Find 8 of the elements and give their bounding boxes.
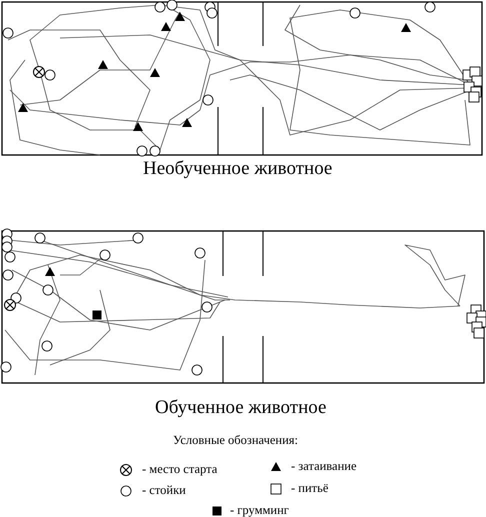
legend-label: - стойки xyxy=(142,483,186,498)
panel-caption: Обученное животное xyxy=(155,397,326,419)
panel-caption: Необученное животное xyxy=(143,158,332,180)
legend-label: - питьё xyxy=(291,481,328,496)
legend-label: - место старта xyxy=(142,462,218,477)
legend-label: - грумминг xyxy=(230,503,289,517)
legend-label: - затаивание xyxy=(291,459,357,474)
legend-title: Условные обозначения: xyxy=(173,433,298,448)
